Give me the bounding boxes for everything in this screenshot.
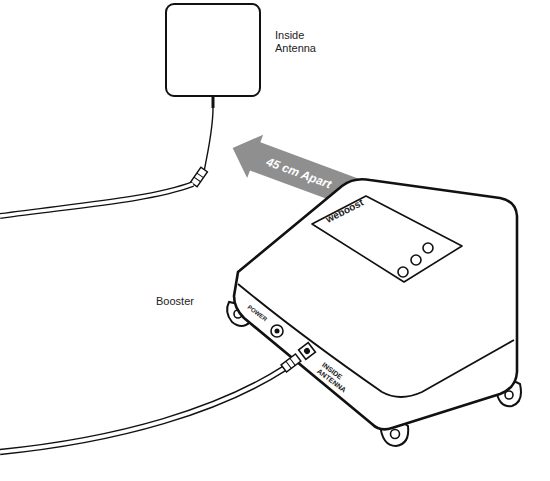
port-label: INSIDE ANTENNA bbox=[315, 361, 365, 404]
power-port-pin bbox=[275, 329, 280, 334]
status-light bbox=[423, 243, 433, 253]
coax-cable-fill bbox=[0, 184, 193, 216]
antenna-wire bbox=[204, 108, 213, 172]
booster-housing bbox=[234, 179, 517, 429]
mount-hole bbox=[391, 430, 400, 439]
cable-connector bbox=[191, 167, 208, 186]
part-label: Inside Antenna bbox=[275, 29, 337, 54]
housing-front-edge bbox=[238, 284, 514, 397]
antenna-panel bbox=[166, 4, 260, 96]
part-label: Booster bbox=[156, 295, 194, 308]
display-panel bbox=[312, 196, 462, 282]
antenna-node: Inside Antenna bbox=[165, 3, 343, 103]
antenna-port bbox=[299, 343, 316, 360]
antenna-pigtail-base bbox=[212, 96, 215, 108]
coax-cable-fill bbox=[0, 368, 285, 452]
coax-cable-outline bbox=[0, 368, 285, 452]
cable-connector bbox=[281, 354, 301, 372]
coax-cable-outline bbox=[0, 184, 193, 216]
dimension-label: 45 cm Apart bbox=[265, 154, 334, 191]
booster-node: BoosterweboostPOWERINSIDE ANTENNA bbox=[232, 175, 522, 443]
status-light bbox=[398, 267, 408, 277]
port-label: POWER bbox=[246, 304, 268, 323]
power-port bbox=[271, 325, 283, 337]
status-light bbox=[411, 255, 421, 265]
brand-logo: weboost bbox=[324, 197, 365, 226]
